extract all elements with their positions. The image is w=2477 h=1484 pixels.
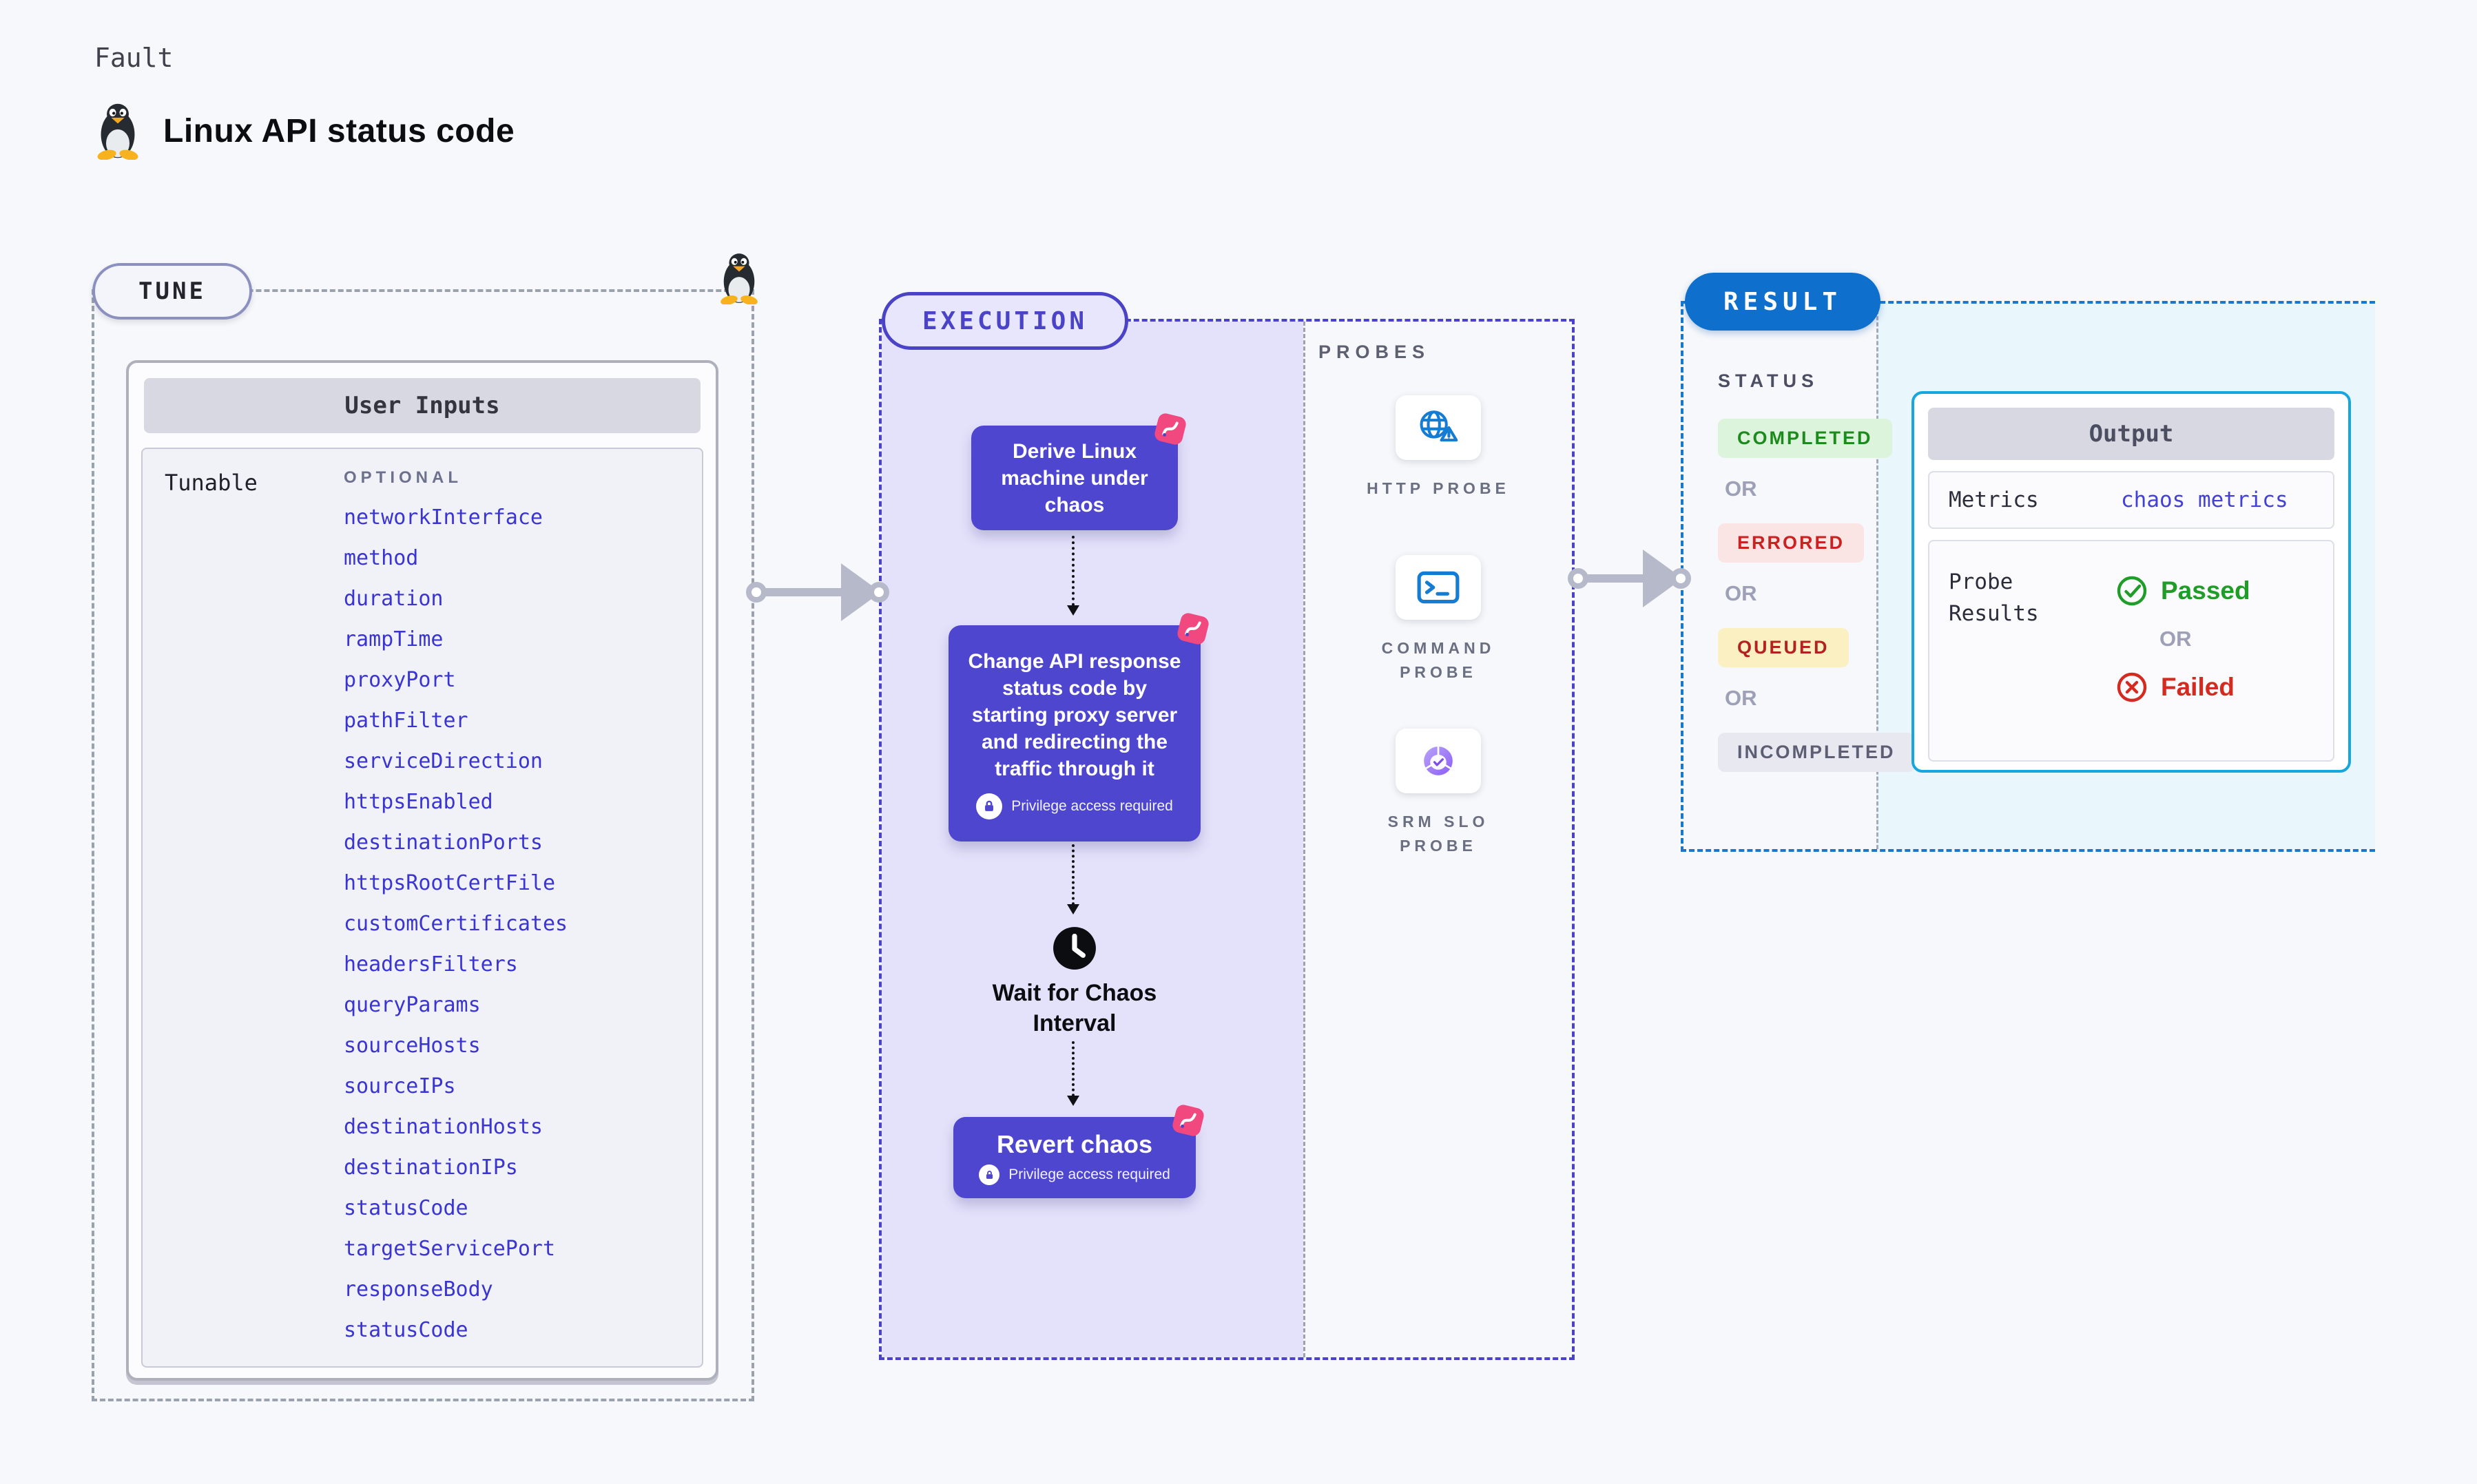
tunables-column: OPTIONAL networkInterface method duratio… <box>344 468 568 1350</box>
page-title: Linux API status code <box>163 112 515 149</box>
privilege-note: Privilege access required <box>979 1164 1170 1185</box>
status-badge-completed: COMPLETED <box>1718 419 1892 458</box>
tunable-link-httpsRootCertFile[interactable]: httpsRootCertFile <box>344 871 556 895</box>
output-title: Output <box>1928 408 2334 460</box>
http-probe-label: HTTP PROBE <box>1367 479 1510 497</box>
result-divider <box>1876 304 1878 849</box>
tunable-link-customCertificates[interactable]: customCertificates <box>344 912 568 936</box>
tune-badge: TUNE <box>92 263 252 320</box>
tunable-link-proxyPort[interactable]: proxyPort <box>344 668 456 692</box>
tux-icon <box>94 102 141 160</box>
or-label: OR <box>1725 686 1757 710</box>
command-probe-label: COMMAND PROBE <box>1381 639 1495 681</box>
chaos-badge-icon <box>1168 1100 1208 1140</box>
tunable-link-pathFilter[interactable]: pathFilter <box>344 709 468 733</box>
step-inject-label: Change API response status code by start… <box>968 649 1181 780</box>
tunable-row-label: Tunable <box>165 470 258 496</box>
title-row: Linux API status code <box>94 102 515 160</box>
lock-icon <box>979 1164 1000 1185</box>
srm-slo-probe-card <box>1396 729 1481 793</box>
chaos-badge-icon <box>1150 409 1190 449</box>
execution-to-result-arrow <box>1568 548 1691 609</box>
tunable-link-sourceIPs[interactable]: sourceIPs <box>344 1074 456 1098</box>
passed-label: Passed <box>2161 576 2250 605</box>
probe-results-row: Probe Results Passed OR <box>1928 540 2334 762</box>
optional-header: OPTIONAL <box>344 468 462 487</box>
connector-dot <box>1670 568 1691 589</box>
clock-icon <box>1052 926 1097 971</box>
lock-icon <box>976 793 1003 819</box>
chaos-badge-icon <box>1173 609 1213 649</box>
privilege-note-label: Privilege access required <box>1011 797 1173 814</box>
slo-gauge-icon <box>1416 741 1461 781</box>
tunable-link-serviceDirection[interactable]: serviceDirection <box>344 749 543 773</box>
output-card: Output Metrics chaos metrics Probe Resul… <box>1911 391 2351 773</box>
tunable-link-sourceHosts[interactable]: sourceHosts <box>344 1034 481 1058</box>
result-badge: RESULT <box>1685 273 1880 331</box>
tunable-link-targetServicePort[interactable]: targetServicePort <box>344 1237 556 1261</box>
privilege-note-label: Privilege access required <box>1008 1167 1170 1182</box>
step-inject-node: Change API response status code by start… <box>949 613 1209 842</box>
check-circle-icon <box>2115 574 2148 607</box>
tunable-link-method[interactable]: method <box>344 546 419 570</box>
or-label: OR <box>1725 581 1757 605</box>
x-circle-icon <box>2115 671 2148 704</box>
failed-result: Failed <box>2115 671 2250 704</box>
status-heading: STATUS <box>1718 370 1818 391</box>
status-badge-queued: QUEUED <box>1718 628 1849 667</box>
probes-divider <box>1303 322 1305 1357</box>
globe-alert-icon <box>1416 408 1461 448</box>
step-revert-node: Revert chaos Privilege access required <box>953 1105 1204 1198</box>
metrics-value-link[interactable]: chaos metrics <box>2121 488 2288 512</box>
probe-results-values: Passed OR Failed <box>2115 574 2250 704</box>
step-revert-label: Revert chaos <box>996 1130 1153 1158</box>
tunable-link-headersFilters[interactable]: headersFilters <box>344 952 518 976</box>
flow-connector <box>1067 536 1079 616</box>
terminal-icon <box>1416 567 1461 607</box>
tunables-panel: Tunable OPTIONAL networkInterface method… <box>141 448 703 1368</box>
tunable-link-queryParams[interactable]: queryParams <box>344 993 481 1017</box>
step-derive-label: Derive Linux machine under chaos <box>1001 439 1148 516</box>
tunable-link-destinationPorts[interactable]: destinationPorts <box>344 830 543 855</box>
tunable-link-responseBody[interactable]: responseBody <box>344 1277 493 1302</box>
tunable-link-duration[interactable]: duration <box>344 587 444 611</box>
status-badge-incompleted: INCOMPLETED <box>1718 733 1915 772</box>
or-label: OR <box>1725 477 1757 501</box>
tune-to-execution-arrow <box>746 562 889 623</box>
tunable-link-statusCode[interactable]: statusCode <box>344 1196 468 1220</box>
tunable-link-destinationIPs[interactable]: destinationIPs <box>344 1156 518 1180</box>
tunable-link-httpsEnabled[interactable]: httpsEnabled <box>344 790 493 814</box>
metrics-label: Metrics <box>1949 488 2039 512</box>
metrics-row: Metrics chaos metrics <box>1928 471 2334 529</box>
tunable-link-rampTime[interactable]: rampTime <box>344 627 444 651</box>
connector-dot <box>1568 568 1588 589</box>
flow-connector <box>1067 844 1079 915</box>
step-derive-node: Derive Linux machine under chaos <box>971 413 1186 530</box>
passed-result: Passed <box>2115 574 2250 607</box>
arrow-shaft <box>756 588 847 596</box>
arrow-shaft <box>1577 574 1648 583</box>
command-probe-card <box>1396 555 1481 620</box>
tunable-link-statusCode-2[interactable]: statusCode <box>344 1318 468 1342</box>
srm-slo-probe-label: SRM SLO PROBE <box>1387 813 1489 855</box>
probes-heading: PROBES <box>1318 342 1431 362</box>
connector-dot <box>869 582 889 603</box>
flow-connector <box>1067 1041 1079 1106</box>
probe-results-label: Probe Results <box>1949 569 2039 626</box>
user-inputs-title: User Inputs <box>144 378 701 433</box>
tux-icon <box>718 252 760 304</box>
fault-kicker: Fault <box>94 43 174 73</box>
tunable-link-networkInterface[interactable]: networkInterface <box>344 505 543 530</box>
privilege-note: Privilege access required <box>976 793 1173 819</box>
connector-dot <box>746 582 767 603</box>
status-badge-errored: ERRORED <box>1718 523 1865 563</box>
tune-section-outline <box>92 289 754 1401</box>
tunable-link-destinationHosts[interactable]: destinationHosts <box>344 1115 543 1139</box>
or-label: OR <box>2159 627 2192 651</box>
failed-label: Failed <box>2161 673 2235 701</box>
execution-badge: EXECUTION <box>882 292 1128 350</box>
http-probe-card <box>1396 395 1481 460</box>
step-wait-label: Wait for Chaos Interval <box>992 980 1157 1037</box>
